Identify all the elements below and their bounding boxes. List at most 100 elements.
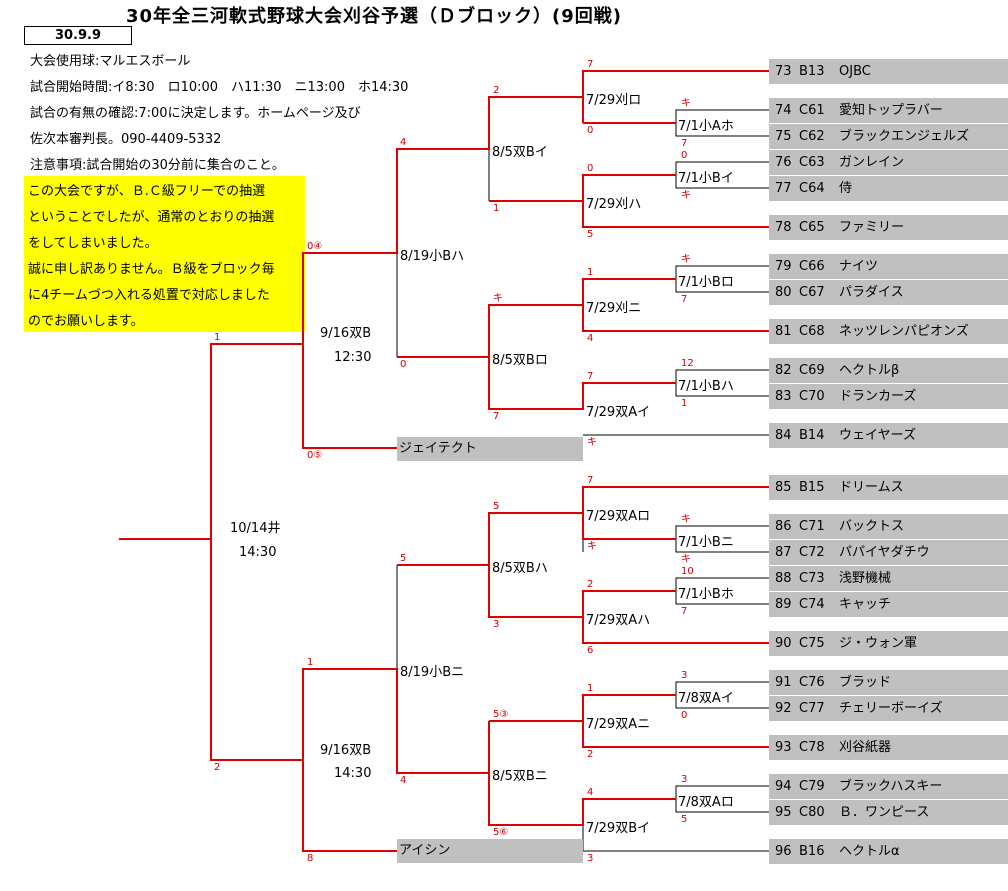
match-label: 7/29双Aイ bbox=[586, 405, 651, 420]
score: 10 bbox=[681, 566, 694, 577]
date-box: 30.9.9 bbox=[24, 26, 132, 45]
score: キ bbox=[681, 514, 691, 525]
final-time: 14:30 bbox=[239, 545, 277, 560]
match-label: 7/29刈ロ bbox=[586, 93, 642, 108]
notice-line: をしてしまいました。 bbox=[28, 236, 158, 251]
score: 7 bbox=[587, 475, 594, 486]
score: 6 bbox=[587, 645, 594, 656]
score: 4 bbox=[587, 333, 594, 344]
score: 3 bbox=[681, 774, 688, 785]
score: 5③ bbox=[493, 709, 509, 720]
score: キ bbox=[493, 293, 503, 304]
score: 1 bbox=[307, 657, 314, 668]
match-label: 7/1小Bホ bbox=[678, 587, 734, 602]
match-label: 7/29双Aロ bbox=[586, 509, 651, 524]
notice-line: この大会ですが、Ｂ.Ｃ級フリーでの抽選 bbox=[28, 184, 266, 199]
match-label: 8/5双Bイ bbox=[492, 145, 548, 160]
score: キ bbox=[681, 98, 691, 109]
score: 2 bbox=[587, 579, 594, 590]
score: 3 bbox=[493, 619, 500, 630]
match-label: 7/29双Aニ bbox=[586, 717, 651, 732]
seed-team-top: ジェイテクト bbox=[397, 437, 583, 461]
score: 5 bbox=[400, 553, 407, 564]
score: 5 bbox=[587, 229, 594, 240]
score: 5 bbox=[493, 501, 500, 512]
notice-line: 誠に申し訳ありません。Ｂ級をブロック毎 bbox=[28, 262, 275, 277]
match-label: 7/29双Aハ bbox=[586, 613, 651, 628]
notice-line: ということでしたが、通常のとおりの抽選 bbox=[28, 210, 275, 225]
semifinal-time: 12:30 bbox=[334, 350, 372, 365]
score: 4 bbox=[587, 787, 594, 798]
match-label: 7/1小Bニ bbox=[678, 535, 734, 550]
score: 4 bbox=[400, 775, 407, 786]
score: 3 bbox=[681, 670, 688, 681]
score: 7 bbox=[681, 294, 688, 305]
score: 2 bbox=[493, 85, 500, 96]
score: 3 bbox=[587, 853, 594, 864]
score: 1 bbox=[681, 398, 688, 409]
score: 0 bbox=[587, 163, 594, 174]
score: 1 bbox=[587, 683, 594, 694]
score: 5⑥ bbox=[493, 827, 509, 838]
score: 7 bbox=[587, 371, 594, 382]
match-label: 8/19小Bハ bbox=[400, 249, 465, 264]
apology-notice: この大会ですが、Ｂ.Ｃ級フリーでの抽選 ということでしたが、通常のとおりの抽選 … bbox=[24, 176, 305, 332]
score: 7 bbox=[681, 138, 688, 149]
score: キ bbox=[681, 254, 691, 265]
page-title: 30年全三河軟式野球大会刈谷予選（Ｄブロック）(9回戦) bbox=[126, 6, 623, 27]
match-label: 7/1小Bハ bbox=[678, 379, 734, 394]
match-label: 8/5双Bニ bbox=[492, 769, 548, 784]
score: 2 bbox=[214, 762, 221, 773]
match-label: 7/29刈ハ bbox=[586, 197, 642, 212]
info-start-times: 試合開始時間:イ8:30 ロ10:00 ハ11:30 ニ13:00 ホ14:30 bbox=[30, 80, 409, 95]
seed-team-bottom: アイシン bbox=[397, 839, 583, 863]
score: キ bbox=[681, 554, 691, 565]
score: 7 bbox=[493, 411, 500, 422]
score: 8 bbox=[307, 853, 314, 864]
score: 4 bbox=[400, 137, 407, 148]
score: 12 bbox=[681, 358, 694, 369]
info-referee: 佐次本審判長。090-4409-5332 bbox=[30, 132, 222, 147]
score: キ bbox=[681, 190, 691, 201]
match-label: 7/1小Aホ bbox=[678, 119, 734, 134]
semifinal-time: 14:30 bbox=[334, 766, 372, 781]
score: キ bbox=[587, 541, 597, 552]
score: 0 bbox=[400, 359, 407, 370]
score: 1 bbox=[493, 203, 500, 214]
match-label: 7/29刈ニ bbox=[586, 301, 642, 316]
info-notes: 注意事項:試合開始の30分前に集合のこと。 bbox=[30, 158, 285, 173]
match-label: 8/5双Bハ bbox=[492, 561, 548, 576]
score: 7 bbox=[681, 606, 688, 617]
score: 0⑤ bbox=[307, 450, 323, 461]
match-label: 8/19小Bニ bbox=[400, 665, 465, 680]
match-label: 7/1小Bイ bbox=[678, 171, 734, 186]
score: 2 bbox=[587, 749, 594, 760]
score: 0 bbox=[681, 150, 688, 161]
final-date: 10/14井 bbox=[230, 521, 281, 536]
score: 0④ bbox=[307, 241, 323, 252]
match-label: 7/1小Bロ bbox=[678, 275, 734, 290]
info-ball: 大会使用球:マルエスボール bbox=[30, 54, 191, 69]
notice-line: のでお願いします。 bbox=[28, 314, 144, 329]
score: 5 bbox=[681, 814, 688, 825]
notice-line: に4チームづつ入れる処置で対応しました bbox=[28, 288, 270, 303]
